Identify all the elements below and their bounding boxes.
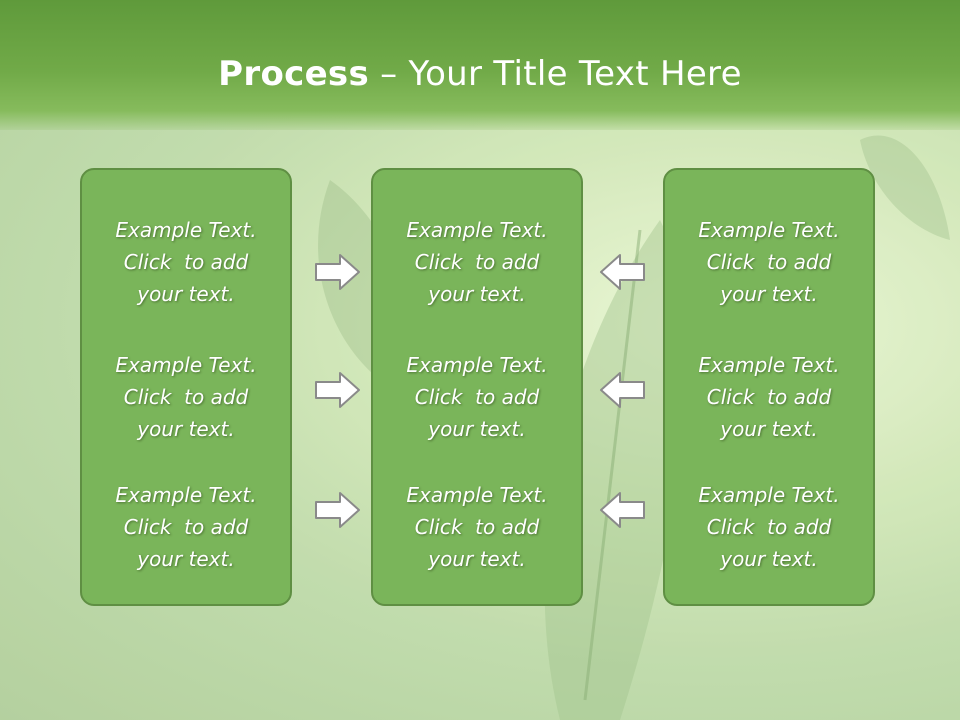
text-block[interactable]: Example Text. Click to add your text. bbox=[373, 479, 581, 575]
text-line: Click to add bbox=[414, 385, 540, 409]
text-line: Click to add bbox=[706, 515, 832, 539]
text-block[interactable]: Example Text. Click to add your text. bbox=[82, 349, 290, 445]
text-line: Click to add bbox=[123, 515, 249, 539]
text-block[interactable]: Example Text. Click to add your text. bbox=[665, 349, 873, 445]
text-line: Click to add bbox=[414, 515, 540, 539]
left-arrow-icon bbox=[600, 254, 645, 290]
text-block[interactable]: Example Text. Click to add your text. bbox=[373, 349, 581, 445]
text-line: Example Text. bbox=[115, 218, 257, 242]
text-block[interactable]: Example Text. Click to add your text. bbox=[82, 479, 290, 575]
text-line: Example Text. bbox=[115, 353, 257, 377]
text-line: your text. bbox=[720, 417, 818, 441]
left-arrow-icon bbox=[600, 372, 645, 408]
right-arrow-icon bbox=[315, 254, 360, 290]
right-arrow-icon bbox=[315, 492, 360, 528]
text-block[interactable]: Example Text. Click to add your text. bbox=[82, 214, 290, 310]
process-column-middle[interactable]: Example Text. Click to add your text. Ex… bbox=[371, 168, 583, 606]
text-block[interactable]: Example Text. Click to add your text. bbox=[373, 214, 581, 310]
title-rest: – Your Title Text Here bbox=[369, 54, 742, 94]
text-line: Click to add bbox=[706, 250, 832, 274]
text-line: Click to add bbox=[414, 250, 540, 274]
text-line: your text. bbox=[137, 547, 235, 571]
text-line: Example Text. bbox=[406, 353, 548, 377]
text-line: your text. bbox=[428, 282, 526, 306]
text-block[interactable]: Example Text. Click to add your text. bbox=[665, 214, 873, 310]
title-bar bbox=[0, 0, 960, 130]
text-line: your text. bbox=[137, 282, 235, 306]
text-line: your text. bbox=[428, 547, 526, 571]
text-line: Example Text. bbox=[698, 353, 840, 377]
text-line: your text. bbox=[428, 417, 526, 441]
text-line: Example Text. bbox=[698, 483, 840, 507]
text-line: Click to add bbox=[123, 250, 249, 274]
left-arrow-icon bbox=[600, 492, 645, 528]
text-line: your text. bbox=[720, 282, 818, 306]
text-line: Click to add bbox=[123, 385, 249, 409]
slide-title[interactable]: Process – Your Title Text Here bbox=[0, 54, 960, 94]
process-column-right[interactable]: Example Text. Click to add your text. Ex… bbox=[663, 168, 875, 606]
text-block[interactable]: Example Text. Click to add your text. bbox=[665, 479, 873, 575]
text-line: Example Text. bbox=[115, 483, 257, 507]
text-line: your text. bbox=[720, 547, 818, 571]
text-line: Example Text. bbox=[406, 483, 548, 507]
process-column-left[interactable]: Example Text. Click to add your text. Ex… bbox=[80, 168, 292, 606]
right-arrow-icon bbox=[315, 372, 360, 408]
text-line: your text. bbox=[137, 417, 235, 441]
text-line: Click to add bbox=[706, 385, 832, 409]
title-bold: Process bbox=[218, 54, 370, 94]
text-line: Example Text. bbox=[406, 218, 548, 242]
text-line: Example Text. bbox=[698, 218, 840, 242]
